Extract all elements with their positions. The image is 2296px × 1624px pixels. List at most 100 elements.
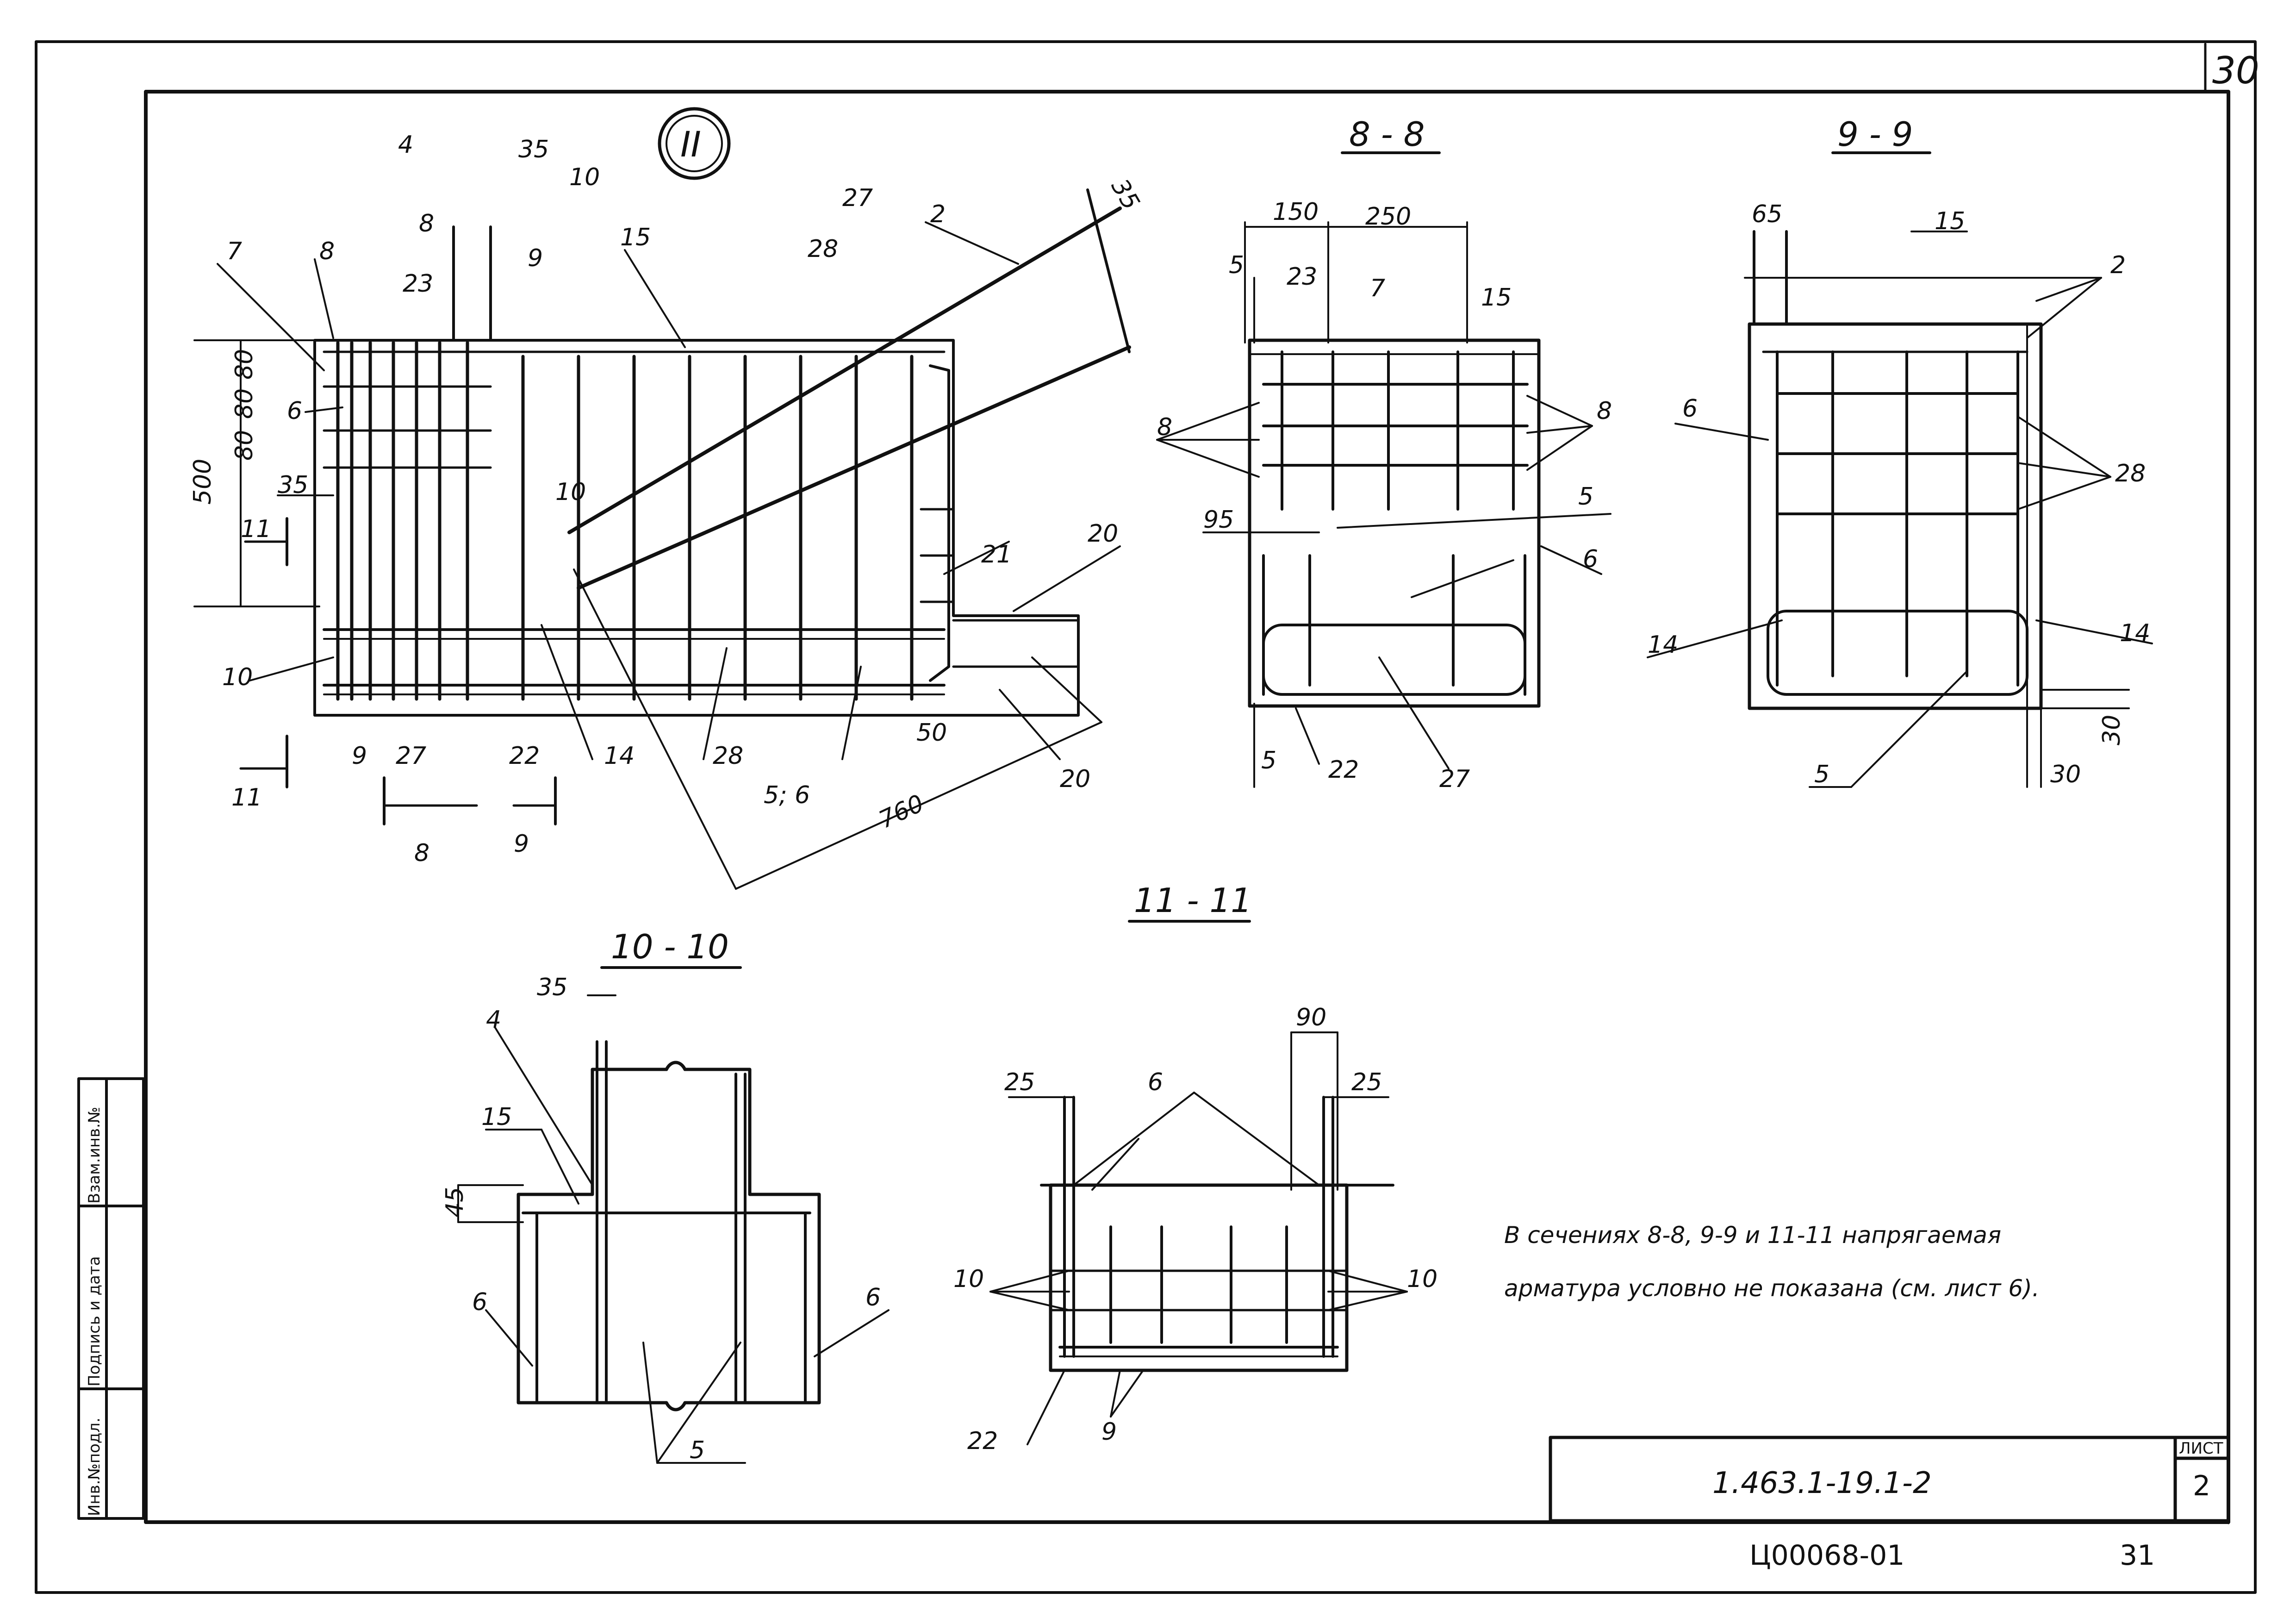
dim-25-left: 25 [1004, 1068, 1035, 1096]
dim-65: 65 [1752, 200, 1782, 228]
label-23: 23 [403, 270, 433, 298]
label-6: 6 [1583, 545, 1598, 573]
label-11-bottom: 11 [231, 784, 262, 812]
label-5: 5 [1814, 761, 1829, 788]
label-22: 22 [967, 1427, 998, 1455]
list-number: 2 [2193, 1470, 2210, 1502]
label-15: 15 [620, 224, 651, 251]
side-stamp-cell-2: Подпись и дата [85, 1256, 104, 1387]
dim-250: 250 [1365, 203, 1411, 231]
label-80-c: 80 [230, 430, 258, 461]
side-stamp-cell-3: Инв.№подл. [85, 1418, 104, 1516]
label-27-top: 27 [842, 184, 873, 212]
label-8-top: 8 [419, 210, 434, 237]
section-11-11-labels: 11 - 11 90 25 6 25 10 10 22 9 [953, 881, 1437, 1455]
label-21: 21 [981, 541, 1012, 568]
label-6-left: 6 [472, 1288, 487, 1316]
label-27-left: 27 [396, 742, 426, 770]
label-20-bottom: 20 [1060, 765, 1090, 793]
dim-30-vertical: 30 [2098, 715, 2126, 745]
node-mark: II [680, 124, 701, 165]
label-7: 7 [1370, 275, 1385, 302]
label-23: 23 [1287, 263, 1317, 291]
side-stamp [77, 1077, 145, 1520]
label-15: 15 [1935, 207, 1965, 235]
label-6: 6 [1682, 395, 1698, 423]
label-4: 4 [398, 131, 413, 159]
label-28-top: 28 [808, 235, 838, 263]
label-2: 2 [930, 200, 946, 228]
label-35-left: 35 [278, 471, 308, 499]
section-9-9-labels: 9 - 9 65 15 2 6 28 14 14 5 30 30 [1648, 115, 2150, 788]
label-6-right: 6 [865, 1284, 881, 1312]
section-8-8-labels: 8 - 8 150 250 5 23 7 15 8 8 95 5 6 5 22 … [1157, 115, 1612, 793]
label-4: 4 [486, 1006, 501, 1034]
label-8-left: 8 [319, 237, 335, 265]
side-stamp-cell-1: Взам.инв.№ [85, 1107, 104, 1204]
label-14: 14 [604, 742, 635, 770]
label-27: 27 [1439, 765, 1470, 793]
label-7: 7 [227, 237, 242, 265]
label-5: 5 [690, 1437, 705, 1464]
note-line-1: В сечениях 8-8, 9-9 и 11-11 напрягаемая [1504, 1222, 2001, 1249]
section-9-9 [1647, 151, 2153, 788]
label-10-left: 10 [953, 1265, 984, 1293]
label-14-right: 14 [2120, 619, 2150, 647]
dim-90: 90 [1296, 1004, 1326, 1031]
label-80-b: 80 [230, 388, 258, 419]
label-9-top: 9 [528, 244, 543, 272]
list-label: ЛИСТ [2179, 1439, 2223, 1458]
label-6: 6 [1148, 1068, 1163, 1096]
label-35-top: 35 [518, 136, 549, 163]
dim-35: 35 [537, 974, 567, 1001]
section-9-9-title: 9 - 9 [1837, 115, 1913, 154]
label-22: 22 [509, 742, 540, 770]
label-20-top: 20 [1088, 520, 1118, 548]
label-8-bottom: 8 [414, 839, 429, 867]
label-11-top: 11 [241, 515, 271, 543]
dim-30-horizontal: 30 [2050, 761, 2081, 788]
dim-95: 95 [1203, 506, 1234, 534]
label-10-right: 10 [1407, 1265, 1437, 1293]
dim-150: 150 [1273, 198, 1319, 226]
dim-45: 45 [441, 1187, 469, 1218]
label-28: 28 [2115, 460, 2146, 487]
section-11-11-title: 11 - 11 [1134, 881, 1252, 920]
label-9-bottom-arrow: 9 [514, 830, 529, 858]
section-11-11 [989, 920, 1408, 1445]
main-view [193, 107, 1131, 890]
section-8-8 [1156, 151, 1612, 788]
section-10-10 [457, 966, 890, 1464]
note-line-2: арматура условно не показана (см. лист 6… [1504, 1275, 2040, 1302]
section-10-10-title: 10 - 10 [611, 927, 729, 966]
archive-code-page: 31 [2120, 1539, 2155, 1572]
label-35-right: 35 [1106, 175, 1145, 215]
label-9-bottom: 9 [352, 742, 367, 770]
label-760: 760 [875, 789, 928, 834]
label-15: 15 [1481, 284, 1512, 312]
label-80-a: 80 [230, 349, 258, 380]
sheet-frame [35, 40, 2257, 1594]
label-500: 500 [189, 459, 217, 505]
label-22: 22 [1328, 756, 1359, 784]
label-5-top: 5 [1229, 251, 1244, 279]
archive-code: Ц00068-01 [1749, 1539, 1904, 1572]
drawing-designation: 1.463.1-19.1-2 [1712, 1466, 1932, 1500]
label-10-top: 10 [569, 163, 600, 191]
label-8-left: 8 [1157, 413, 1172, 441]
label-9: 9 [1101, 1418, 1117, 1446]
dim-25-right: 25 [1351, 1068, 1382, 1096]
label-2: 2 [2110, 251, 2126, 279]
label-50: 50 [916, 719, 947, 747]
label-5-6: 5; 6 [764, 781, 810, 809]
label-8-right: 8 [1597, 397, 1612, 425]
label-10-mid: 10 [555, 478, 586, 506]
main-view-labels: II 4 35 10 8 9 23 7 8 80 80 80 6 500 35 … [189, 124, 1145, 867]
section-10-10-labels: 10 - 10 35 4 15 45 6 6 5 [441, 927, 881, 1464]
section-8-8-title: 8 - 8 [1349, 115, 1425, 154]
label-14-left: 14 [1648, 631, 1678, 659]
label-6: 6 [287, 397, 302, 425]
label-5-right: 5 [1578, 483, 1593, 511]
label-15: 15 [481, 1103, 512, 1131]
